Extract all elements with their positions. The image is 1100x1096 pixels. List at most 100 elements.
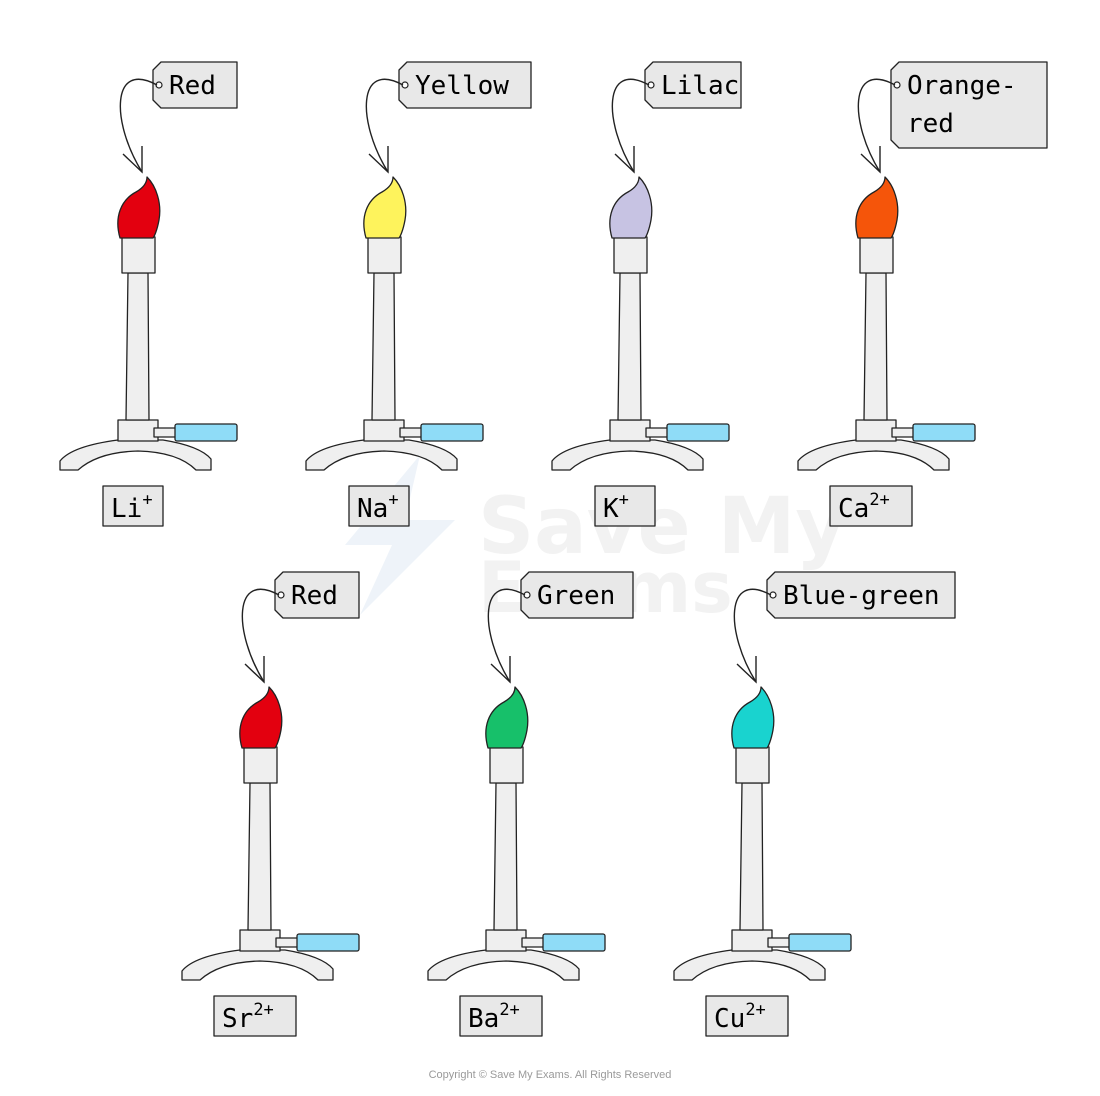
arrowhead xyxy=(614,146,635,174)
arrowhead xyxy=(736,656,757,684)
burner-barrel xyxy=(863,272,888,421)
tag-string-arrow xyxy=(241,588,280,683)
tag-text: Red xyxy=(291,581,338,611)
ion-symbol: K xyxy=(603,494,619,524)
ion-charge: + xyxy=(619,490,629,510)
burner-chimney xyxy=(121,236,156,274)
ion-symbol: Na xyxy=(357,494,388,524)
burner-base xyxy=(797,439,950,471)
copyright-notice: Copyright © Save My Exams. All Rights Re… xyxy=(428,1069,672,1081)
burner-chimney xyxy=(243,746,278,784)
ion-label: Na+ xyxy=(357,490,399,524)
ion-label-box xyxy=(102,485,164,527)
ion-label: Ba2+ xyxy=(468,1000,520,1034)
burner-chimney xyxy=(859,236,894,274)
flame xyxy=(855,176,899,239)
color-tag xyxy=(398,61,532,109)
burner-barrel xyxy=(739,782,764,931)
burner-collar xyxy=(117,419,159,442)
tag-text: Green xyxy=(537,581,615,611)
ion-label-box xyxy=(459,995,543,1037)
ion-charge: 2+ xyxy=(745,1000,765,1020)
tag-string-arrow xyxy=(857,78,896,173)
color-tag xyxy=(766,571,956,619)
arrowhead xyxy=(490,656,511,684)
ion-label-box xyxy=(348,485,410,527)
gas-tube xyxy=(296,933,360,952)
ion-label: K+ xyxy=(603,490,629,524)
ion-symbol: Sr xyxy=(222,1004,253,1034)
burner-grid: RedLi+YellowNa+LilacK+Orange-redCa2+RedS… xyxy=(59,61,1048,1037)
burner-chimney xyxy=(735,746,770,784)
gas-tube xyxy=(542,933,606,952)
burner-barrel xyxy=(371,272,396,421)
watermark-bolt-icon xyxy=(345,455,455,615)
burner-barrel xyxy=(247,782,272,931)
burner-chimney xyxy=(489,746,524,784)
burner-collar xyxy=(363,419,405,442)
burner-collar xyxy=(609,419,651,442)
color-tag xyxy=(644,61,742,109)
arrowhead xyxy=(244,656,265,684)
color-tag xyxy=(274,571,360,619)
burner-base xyxy=(427,949,580,981)
burner-base xyxy=(181,949,334,981)
gas-tube xyxy=(420,423,484,442)
burner-collar xyxy=(239,929,281,952)
tag-string-arrow xyxy=(733,588,772,683)
flame xyxy=(363,176,407,239)
ion-symbol: Ba xyxy=(468,1004,499,1034)
tag-text: red xyxy=(907,109,954,139)
ion-symbol: Li xyxy=(111,494,142,524)
tag-string-arrow xyxy=(119,78,158,173)
ion-charge: + xyxy=(388,490,398,510)
ion-charge: + xyxy=(142,490,152,510)
gas-tube xyxy=(666,423,730,442)
color-tag xyxy=(890,61,1048,149)
ion-label: Cu2+ xyxy=(714,1000,766,1034)
tag-string-arrow xyxy=(487,588,526,683)
color-tag xyxy=(152,61,238,109)
burner-collar xyxy=(855,419,897,442)
ion-symbol: Ca xyxy=(838,494,869,524)
burner-barrel xyxy=(125,272,150,421)
burner-barrel xyxy=(493,782,518,931)
burner-base xyxy=(551,439,704,471)
ion-label-box xyxy=(594,485,656,527)
flame xyxy=(239,686,283,749)
burner-collar xyxy=(731,929,773,952)
ion-charge: 2+ xyxy=(253,1000,273,1020)
tag-text: Lilac xyxy=(661,71,739,101)
burner-barrel xyxy=(617,272,642,421)
flame xyxy=(609,176,653,239)
ion-label: Sr2+ xyxy=(222,1000,274,1034)
color-tag xyxy=(520,571,634,619)
burner-base xyxy=(305,439,458,471)
watermark-line-1: Save My xyxy=(478,482,846,572)
tag-text: Blue-green xyxy=(783,581,940,611)
flame xyxy=(485,686,529,749)
burner-chimney xyxy=(367,236,402,274)
ion-label-box xyxy=(705,995,789,1037)
ion-charge: 2+ xyxy=(499,1000,519,1020)
burner-collar xyxy=(485,929,527,952)
burner-chimney xyxy=(613,236,648,274)
ion-label: Ca2+ xyxy=(838,490,890,524)
tag-text: Yellow xyxy=(415,71,509,101)
burner-base xyxy=(673,949,826,981)
gas-tube xyxy=(788,933,852,952)
tag-text: Red xyxy=(169,71,216,101)
ion-symbol: Cu xyxy=(714,1004,745,1034)
ion-charge: 2+ xyxy=(869,490,889,510)
tag-text: Orange- xyxy=(907,71,1017,101)
flame xyxy=(117,176,161,239)
gas-tube xyxy=(174,423,238,442)
ion-label: Li+ xyxy=(111,490,153,524)
